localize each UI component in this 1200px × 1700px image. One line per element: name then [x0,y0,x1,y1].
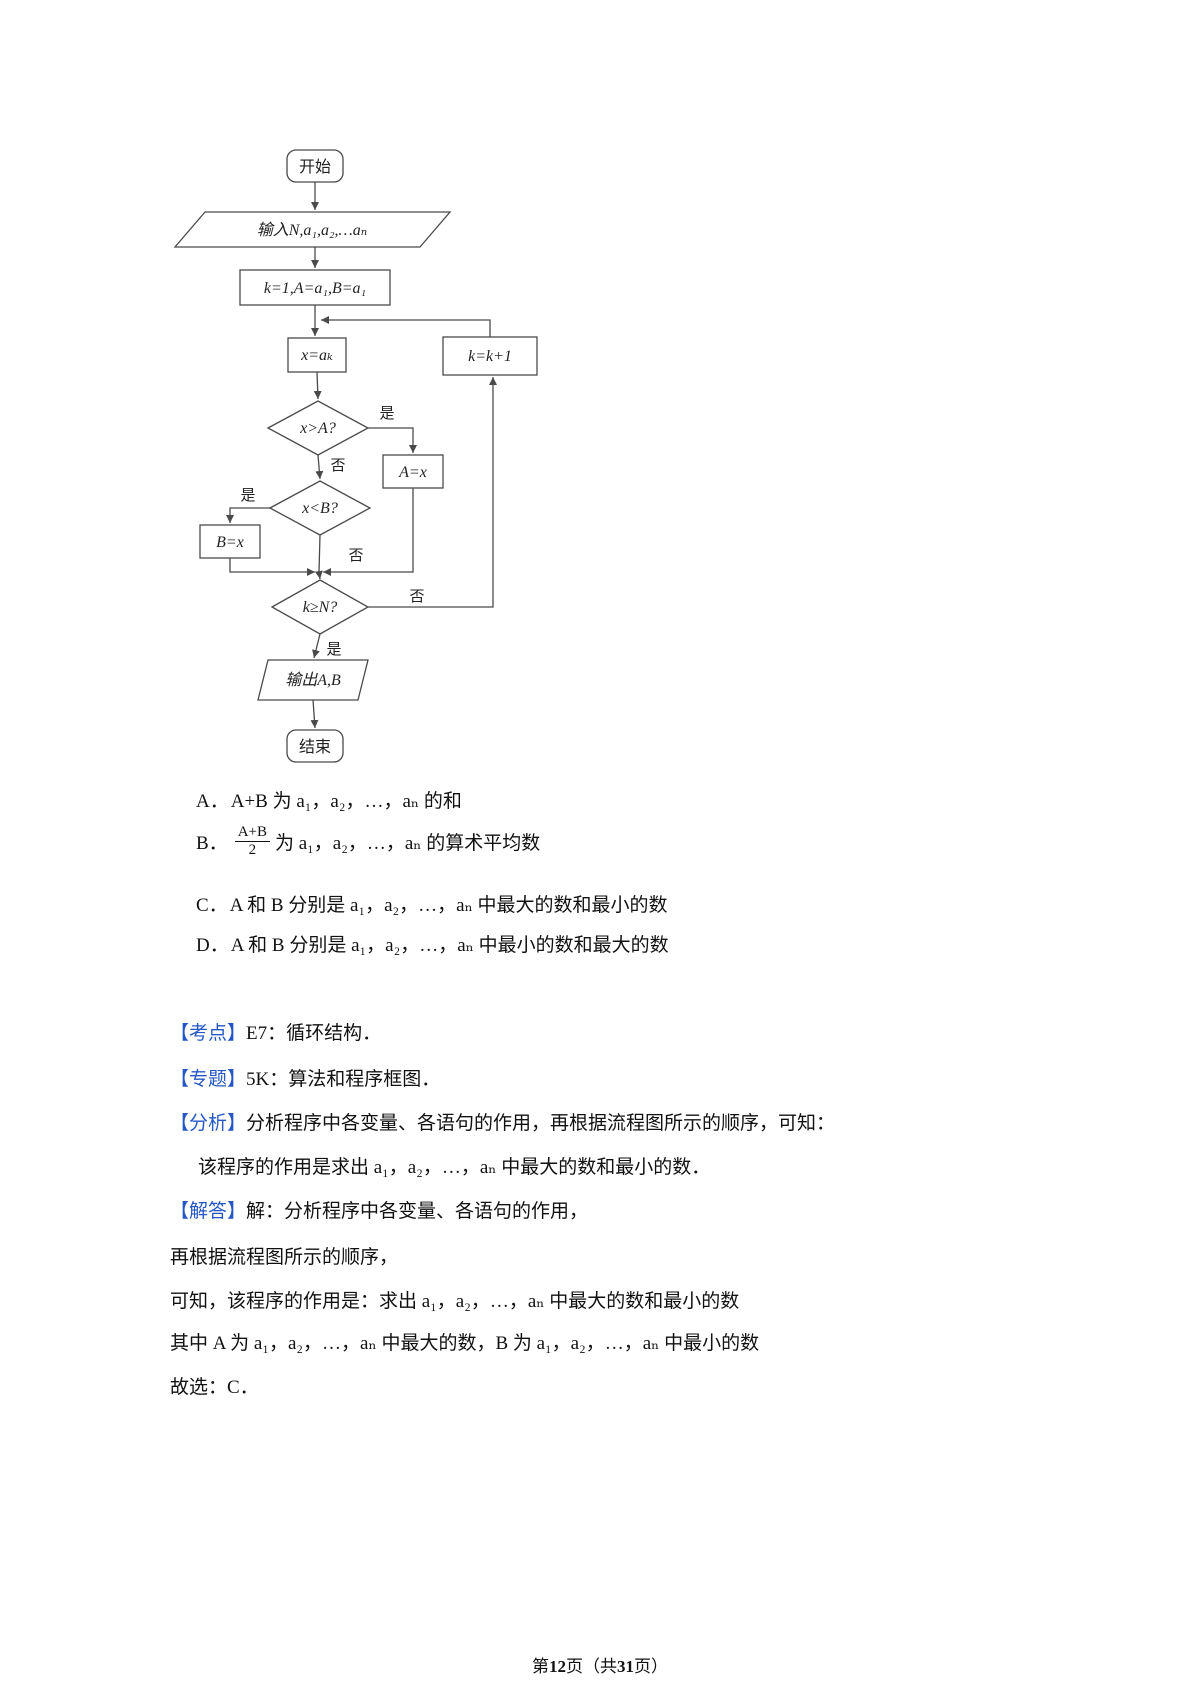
assign-x-node-label: x=aₖ [300,347,333,364]
option-c-label: C． [196,895,228,916]
kaodian-text: E7：循环结构． [246,1023,382,1044]
jieda-text-2: 再根据流程图所示的顺序， [170,1247,399,1268]
footer-part3: 页） [634,1657,668,1676]
jieda-line-2: 再根据流程图所示的顺序， [170,1242,398,1269]
init-node [239,269,391,306]
page-footer: 第12页（共31页） [0,1652,1200,1677]
cond2-diamond [268,480,372,536]
flowchart-diagram: 开始 输入N,a₁,a₂,…aₙ k=1,A=a₁,B=a₁ x=aₖ k=k+… [173,149,538,763]
option-d: D． A 和 B 分别是 a₁，a₂，…，aₙ 中最小的数和最大的数 [196,930,669,957]
input-node [173,211,452,248]
jieda-label: 【解答】 [170,1201,247,1222]
answer-line: 故选：C． [170,1372,259,1399]
kaodian-line: 【考点】E7：循环结构． [170,1018,381,1045]
option-b: B． A+B 2 为 a₁，a₂，…，aₙ 的算术平均数 [196,824,540,860]
option-a-text: A+B 为 a₁，a₂，…，aₙ 的和 [230,791,462,812]
cond1-yes-label: 是 [379,406,394,422]
option-d-text: A 和 B 分别是 a₁，a₂，…，aₙ 中最小的数和最大的数 [230,935,669,956]
assign-b-node [199,524,261,559]
jieda-text: 解：分析程序中各变量、各语句的作用， [246,1201,589,1222]
increment-node [442,336,538,376]
footer-total-pages: 31 [617,1657,634,1676]
cond2-yes-label: 是 [240,488,255,504]
option-d-label: D． [196,935,229,956]
cond1-diamond [266,400,370,456]
flow-line-converge-cond3 [314,570,323,580]
cond2-label: x<B? [301,500,338,517]
option-c-text: A 和 B 分别是 a₁，a₂，…，aₙ 中最大的数和最小的数 [229,895,668,916]
flow-line-cond1-yes-assigna [368,427,417,453]
flow-line-cond1-no-cond2 [315,454,324,480]
flow-line-cond3-yes-output [312,633,321,659]
start-node [286,149,344,183]
fraction-numerator: A+B [234,824,270,843]
option-a-label: A． [196,791,229,812]
jieda-text-4: 其中 A 为 a₁，a₂，…，aₙ 中最大的数，B 为 a₁，a₂，…，aₙ 中… [170,1333,760,1354]
assign-a-node-label: A=x [398,464,427,481]
flow-line-assignx-cond1 [313,371,322,400]
option-c: C． A 和 B 分别是 a₁，a₂，…，aₙ 中最大的数和最小的数 [196,890,668,917]
output-node-label: 输出A,B [285,671,341,689]
cond3-diamond [270,579,370,635]
option-a: A． A+B 为 a₁，a₂，…，aₙ 的和 [196,786,462,813]
flow-line-cond2-yes-assignb [226,507,270,523]
flow-line-cond3-no-increment [368,377,497,608]
flow-line-increment-feedback [321,316,491,337]
zhuanti-text: 5K：算法和程序框图． [246,1069,441,1090]
input-node-label: 输入N,a₁,a₂,…aₙ [257,221,368,239]
flow-line-output-end [310,699,319,729]
zhuanti-label: 【专题】 [170,1069,247,1090]
cond1-no-label: 否 [330,458,345,474]
assign-x-node [287,337,347,373]
fenxi-line-2: 该程序的作用是求出 a₁，a₂，…，aₙ 中最大的数和最小的数． [198,1152,710,1179]
zhuanti-line: 【专题】5K：算法和程序框图． [170,1064,440,1091]
option-b-fraction: A+B 2 [234,824,270,860]
cond3-yes-label: 是 [326,642,341,658]
cond3-no-label: 否 [409,589,424,605]
start-node-label: 开始 [299,158,331,176]
jieda-line-4: 其中 A 为 a₁，a₂，…，aₙ 中最大的数，B 为 a₁，a₂，…，aₙ 中… [170,1328,759,1355]
flow-line-cond2-no-converge [318,534,321,573]
cond3-label: k≥N? [303,599,338,616]
jieda-line-3: 可知，该程序的作用是：求出 a₁，a₂，…，aₙ 中最大的数和最小的数 [170,1286,739,1313]
answer-text: 故选：C． [170,1377,259,1398]
assign-a-node [382,454,444,489]
option-b-label: B． [196,833,228,855]
end-node-label: 结束 [299,738,331,756]
end-node [286,729,344,763]
kaodian-label: 【考点】 [170,1023,247,1044]
fenxi-text: 分析程序中各变量、各语句的作用，再根据流程图所示的顺序，可知： [246,1113,836,1134]
output-node [257,659,369,701]
jieda-text-3: 可知，该程序的作用是：求出 a₁，a₂，…，aₙ 中最大的数和最小的数 [170,1291,740,1312]
cond1-label: x>A? [299,420,336,437]
fenxi-label: 【分析】 [170,1113,247,1134]
fraction-denominator: 2 [248,842,257,859]
footer-page-number: 12 [549,1657,566,1676]
fenxi-text-2: 该程序的作用是求出 a₁，a₂，…，aₙ 中最大的数和最小的数． [198,1157,711,1178]
jieda-line: 【解答】解：分析程序中各变量、各语句的作用， [170,1196,588,1223]
footer-part2: 页（共 [566,1657,617,1676]
flow-line-assignb-converge [229,558,315,576]
option-b-text: 为 a₁，a₂，…，aₙ 的算术平均数 [274,833,541,855]
increment-node-label: k=k+1 [468,348,512,365]
flow-line-assigna-converge [323,488,414,576]
fenxi-line: 【分析】分析程序中各变量、各语句的作用，再根据流程图所示的顺序，可知： [170,1108,835,1135]
assign-b-node-label: B=x [216,534,244,551]
init-node-label: k=1,A=a₁,B=a₁ [264,280,366,297]
footer-part1: 第 [532,1657,549,1676]
cond2-no-label: 否 [348,548,363,564]
